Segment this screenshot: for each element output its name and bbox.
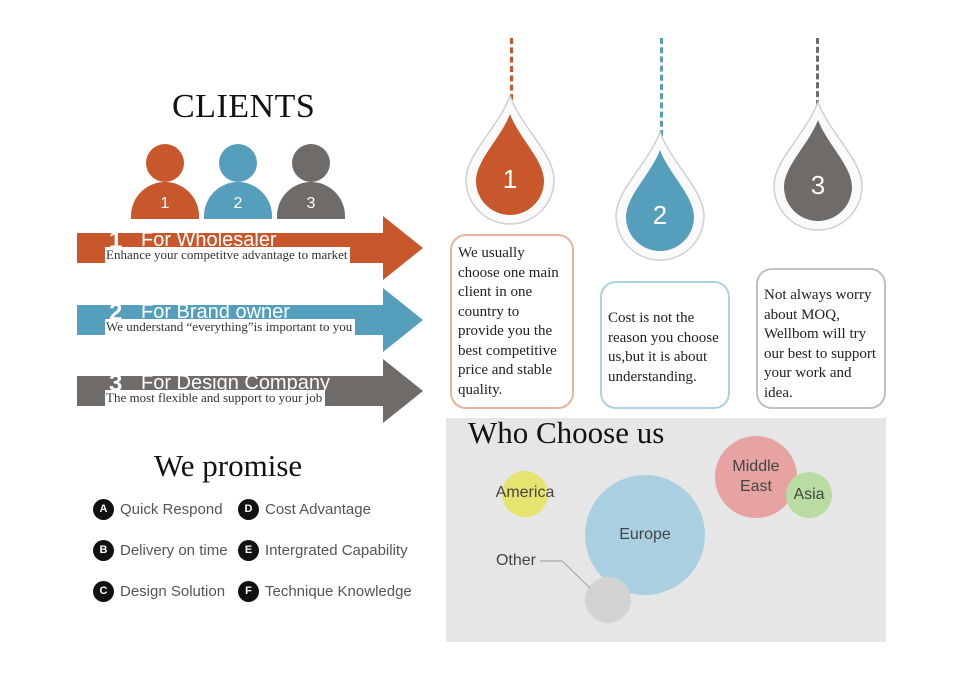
letter-badge-icon: B [93, 540, 114, 561]
promise-item: E Intergrated Capability [238, 540, 408, 561]
drop-3: 3 [773, 99, 863, 231]
band-wholesaler: 1 For Wholesaler Enhance your competitve… [77, 216, 423, 280]
letter-badge-icon: F [238, 581, 259, 602]
leader-line [540, 560, 591, 589]
letter-badge-icon: D [238, 499, 259, 520]
region-label: Middle East [732, 458, 780, 495]
promise-title: We promise [154, 448, 303, 483]
drop-number: 1 [503, 164, 517, 194]
person-head [219, 144, 257, 182]
band-label: For Brand owner [141, 301, 290, 323]
drop-card-1: We usually choose one main client in one… [450, 234, 574, 409]
promise-text: Quick Respond [120, 501, 223, 518]
band-subtitle: Enhance your competitve advantage to mar… [105, 247, 351, 263]
drop-number: 3 [811, 170, 825, 200]
promise-item: F Technique Knowledge [238, 581, 412, 602]
person-head [146, 144, 184, 182]
drop-number: 2 [653, 200, 667, 230]
dashed-line [816, 38, 819, 106]
person-head [292, 144, 330, 182]
bubble-middle-east [715, 436, 797, 518]
promise-item: C Design Solution [93, 581, 225, 602]
band-label: For Design Company [141, 372, 330, 394]
person-body: 3 [277, 182, 345, 219]
promise-text: Cost Advantage [265, 501, 371, 518]
drop-card-3: Not always worry about MOQ, Wellbom will… [756, 268, 886, 409]
region-label: Other [495, 552, 536, 569]
client-person-2: 2 [204, 144, 272, 219]
person-body: 2 [204, 182, 272, 219]
drop-card-2: Cost is not the reason you choose us,but… [600, 281, 730, 409]
person-body: 1 [131, 182, 199, 219]
promise-item: A Quick Respond [93, 499, 223, 520]
band-subtitle: The most flexible and support to your jo… [105, 390, 326, 406]
band-brand-owner: 2 For Brand owner We understand “everyth… [77, 288, 423, 352]
promise-text: Technique Knowledge [265, 583, 412, 600]
band-design-company: 3 For Design Company The most flexible a… [77, 359, 423, 423]
bubble-asia [786, 472, 832, 518]
band-subtitle: We understand “everything”is important t… [105, 319, 356, 335]
promise-text: Design Solution [120, 583, 226, 600]
bubble-europe [585, 475, 705, 595]
dashed-line [510, 38, 513, 100]
dashed-line [660, 38, 663, 136]
letter-badge-icon: C [93, 581, 114, 602]
bubble-other [585, 577, 631, 623]
letter-badge-icon: A [93, 499, 114, 520]
promise-text: Delivery on time [120, 542, 228, 559]
band-label: For Wholesaler [141, 229, 277, 251]
promise-item: B Delivery on time [93, 540, 228, 561]
drop-1: 1 [465, 93, 555, 225]
region-label: Europe [619, 526, 671, 543]
promise-text: Intergrated Capability [265, 542, 408, 559]
region-label: Asia [793, 486, 825, 503]
drop-2: 2 [615, 129, 705, 261]
letter-badge-icon: E [238, 540, 259, 561]
bubble-america [502, 471, 548, 517]
region-label: America [495, 484, 555, 501]
promise-item: D Cost Advantage [238, 499, 371, 520]
clients-title: CLIENTS [172, 88, 316, 125]
who-choose-title: Who Choose us [468, 415, 665, 450]
client-person-1: 1 [131, 144, 199, 219]
client-person-3: 3 [277, 144, 345, 219]
